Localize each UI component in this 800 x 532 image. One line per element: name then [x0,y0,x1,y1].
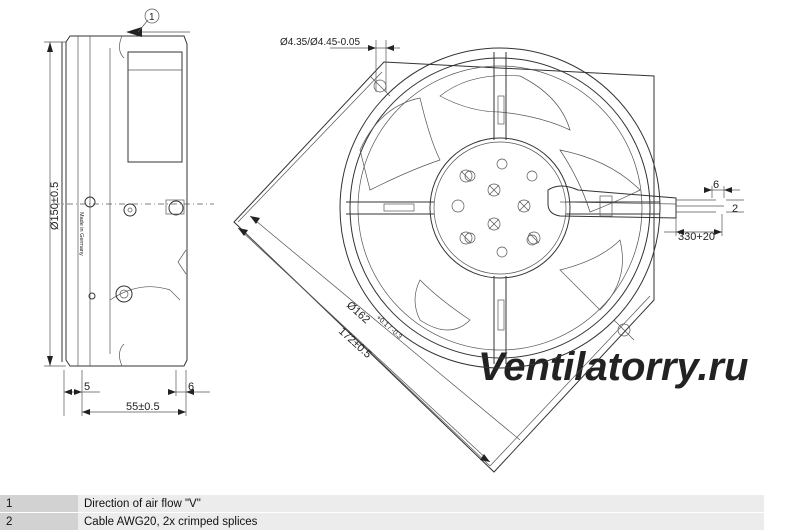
dim-55-label: 55±0.5 [126,401,160,413]
legend-table: 1 Direction of air flow "V" 2 Cable AWG2… [0,494,764,530]
dim-5-label: 5 [84,381,90,393]
legend-number: 2 [0,512,78,530]
callout-1-label: 1 [149,12,155,23]
dim-172-label: 172±0.5 [336,325,374,360]
legend-text: Cable AWG20, 2x crimped splices [78,512,764,530]
hole-diameter-label: Ø4.35/Ø4.45-0.05 [280,37,360,48]
diameter-162-label: Ø162 [344,299,372,326]
legend-row: 2 Cable AWG20, 2x crimped splices [0,512,764,530]
legend-text: Direction of air flow "V" [78,494,764,513]
dim-2-cable-label: 2 [732,203,738,215]
watermark: Ventilatorry.ru [478,345,748,389]
technical-drawing: Ventilatorry.ru Ø150±0.5 [44,8,748,473]
dim-330-label: 330+20 [678,231,715,243]
front-view: 6 2 330+20 Ø4.35/Ø4.45-0.05 Ø162 +0.1 / … [233,37,744,473]
made-in-germany-label: Made in Germany [78,212,84,256]
legend-number: 1 [0,494,78,513]
dim-6-cable-label: 6 [713,179,719,191]
diameter-150-label: Ø150±0.5 [49,182,61,230]
dim-6-left-label: 6 [188,381,194,393]
legend-row: 1 Direction of air flow "V" [0,494,764,513]
side-view: Ø150±0.5 Made in Germany 1 5 6 55±0.5 [44,8,214,416]
